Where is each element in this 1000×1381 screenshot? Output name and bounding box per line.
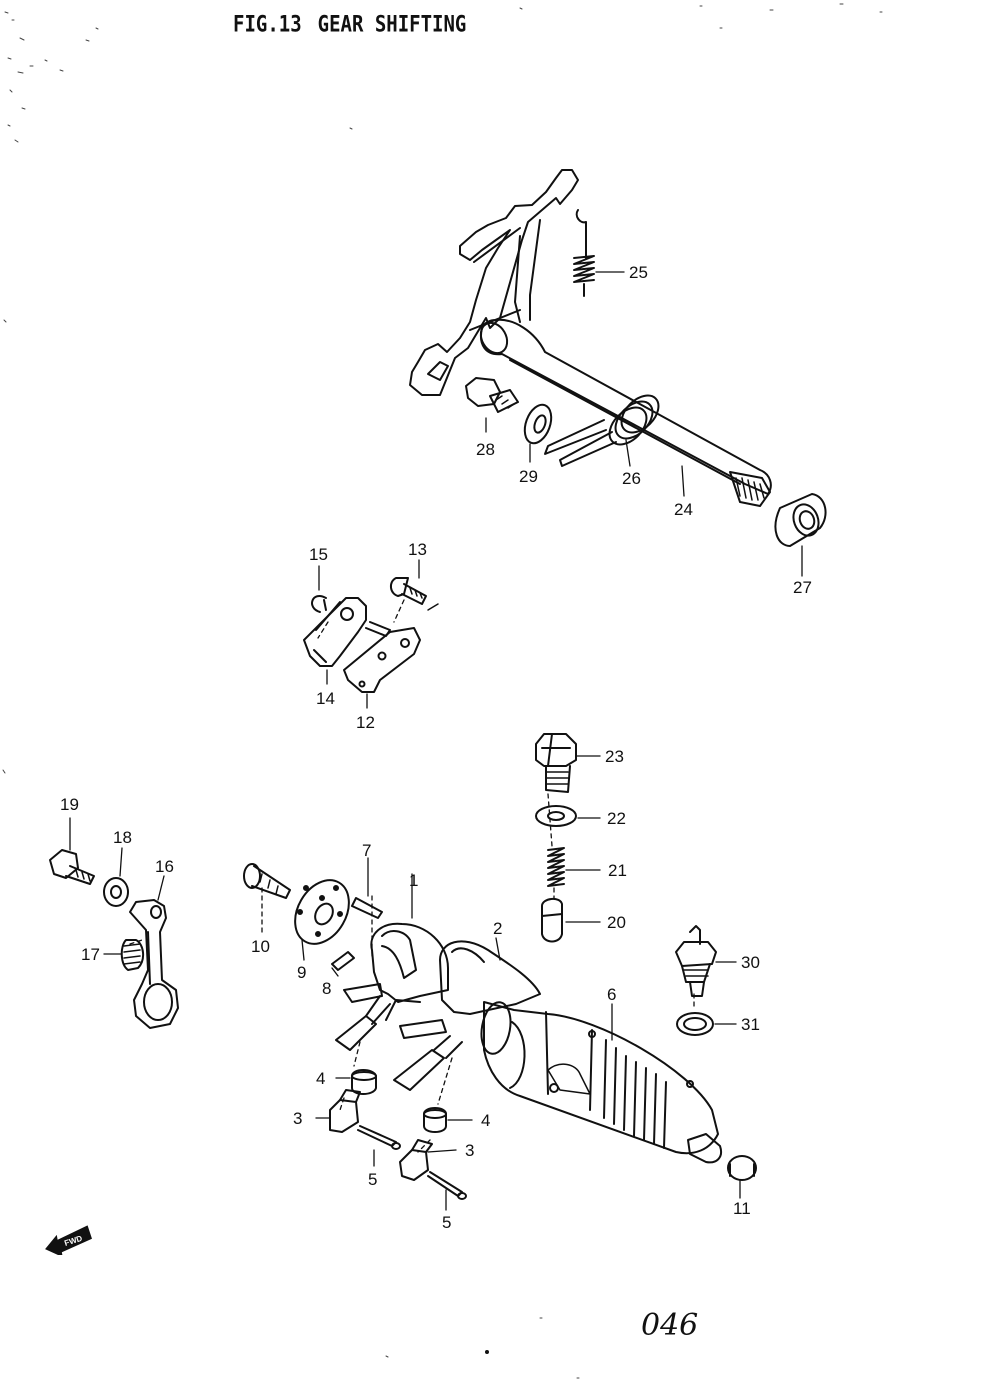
roller-holder-3b (399, 1139, 433, 1181)
callout-17: 17 (81, 945, 100, 964)
callout-2: 2 (493, 919, 503, 938)
callout-10: 10 (251, 937, 270, 956)
callout-28: 28 (476, 440, 495, 459)
callout-9: 9 (297, 963, 307, 982)
callout-7: 7 (362, 841, 372, 860)
callout-20: 20 (607, 913, 626, 932)
washer-29 (523, 403, 553, 445)
roller-holder-3a (329, 1089, 361, 1133)
callout-18: 18 (113, 828, 132, 847)
callout-8: 8 (322, 979, 332, 998)
callout-26: 26 (622, 469, 641, 488)
figure-number: FIG.13 (233, 12, 302, 38)
shift-fork-1 (335, 922, 449, 1051)
fork-roller-4b (423, 1107, 447, 1133)
callout-4-right: 4 (481, 1111, 491, 1130)
oil-seal-27 (774, 493, 827, 547)
pawl-lifter-assembly (303, 577, 439, 693)
callout-3-left: 3 (293, 1109, 303, 1128)
callout-4-left: 4 (316, 1069, 326, 1088)
shift-fork-2 (393, 940, 541, 1091)
callout-5-right: 5 (442, 1213, 452, 1232)
leader-lines (69, 271, 803, 1211)
callout-11: 11 (733, 1199, 751, 1218)
cotter-pin-5b (427, 1171, 467, 1200)
forward-direction-arrow-icon: FWD (45, 1225, 92, 1255)
stopper-pin-28 (465, 377, 519, 413)
alignment-lines (129, 599, 695, 1153)
shift-cam-drum-6 (480, 1001, 722, 1164)
callout-6: 6 (607, 985, 617, 1004)
page-number: 046 (641, 1308, 699, 1343)
cam-plug-11 (727, 1155, 757, 1181)
callout-23: 23 (605, 747, 624, 766)
pin-7 (351, 897, 383, 919)
screw-10 (243, 863, 291, 899)
callout-25: 25 (629, 263, 648, 282)
callout-31: 31 (741, 1015, 760, 1034)
figure-title-text: GEAR SHIFTING (317, 12, 467, 38)
pin-8 (331, 951, 355, 971)
figure-title: FIG.13 GEAR SHIFTING (233, 12, 466, 37)
return-spring-25 (573, 209, 595, 297)
callout-14: 14 (316, 689, 335, 708)
cotter-pin-5a (357, 1125, 401, 1150)
callout-29: 29 (519, 467, 538, 486)
scan-noise (2, 3, 883, 1379)
callout-15: 15 (309, 545, 328, 564)
plunger-stack (535, 733, 577, 943)
callout-21: 21 (608, 861, 627, 880)
callout-3-right: 3 (465, 1141, 475, 1160)
gear-shift-shaft-24 (409, 169, 772, 507)
callout-24: 24 (674, 500, 693, 519)
o-ring-31 (676, 1012, 714, 1036)
callout-19: 19 (60, 795, 79, 814)
callout-13: 13 (408, 540, 427, 559)
cam-driven-gear-9 (294, 879, 350, 945)
callout-1: 1 (409, 871, 419, 890)
shaft-return-spring-26 (544, 394, 660, 467)
neutral-switch-30 (675, 925, 717, 997)
cam-stopper-assembly (49, 849, 179, 1029)
callout-5-left: 5 (368, 1170, 378, 1189)
callout-30: 30 (741, 953, 760, 972)
callout-12: 12 (356, 713, 375, 732)
callout-22: 22 (607, 809, 626, 828)
callout-27: 27 (793, 578, 812, 597)
callout-16: 16 (155, 857, 174, 876)
